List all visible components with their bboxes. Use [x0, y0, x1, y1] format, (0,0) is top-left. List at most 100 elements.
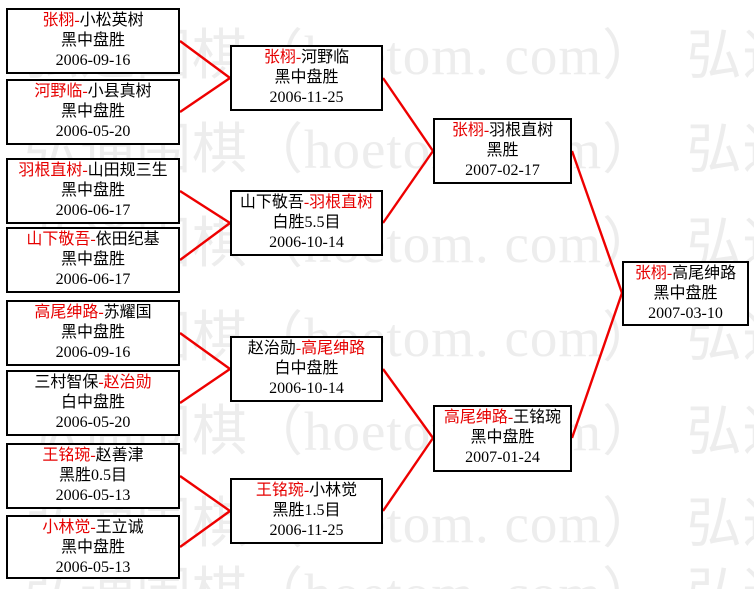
match-date: 2007-02-17: [465, 162, 540, 179]
connector-line: [570, 292, 624, 439]
match-players: 张栩-河野临: [232, 48, 381, 68]
player1-name: 三村智保: [34, 374, 99, 391]
connector-line: [382, 437, 434, 512]
connector-line: [179, 40, 231, 79]
match-players: 王铭琬-小林觉: [232, 481, 381, 501]
match-box-r2-1: 张栩-河野临 黑中盘胜 2006-11-25: [230, 45, 383, 111]
match-date: 2006-09-16: [55, 52, 131, 69]
player1-name: 高尾绅路: [34, 304, 99, 321]
player2-name: 高尾绅路: [672, 265, 737, 282]
match-box-sf-2: 高尾绅路-王铭琬 黑中盘胜 2007-01-24: [433, 405, 572, 472]
dash: -: [295, 340, 302, 357]
match-players: 小林觉-王立诚: [8, 518, 178, 538]
connector-line: [179, 77, 231, 113]
match-box-r1-7: 王铭琬-赵善津 黑胜0.5目 2006-05-13: [6, 443, 180, 509]
dash: -: [295, 49, 302, 66]
dash: -: [82, 83, 88, 100]
match-players: 张栩-羽根直树: [435, 121, 570, 141]
player1-name: 王铭琬: [42, 447, 91, 464]
player1-name: 小林觉: [42, 519, 91, 536]
match-players: 山下敬吾-依田纪基: [8, 230, 178, 250]
match-box-r1-4: 山下敬吾-依田纪基 黑中盘胜 2006-06-17: [6, 227, 180, 293]
match-players: 赵治勋-高尾绅路: [232, 339, 381, 359]
player2-name: 赵治勋: [103, 374, 152, 391]
match-date: 2006-05-13: [55, 487, 131, 504]
connector-line: [382, 77, 434, 152]
match-box-r1-2: 河野临-小县真树 黑中盘胜 2006-05-20: [6, 79, 180, 145]
match-result: 白胜5.5目: [272, 214, 341, 231]
match-box-r1-3: 羽根直树-山田规三生 黑中盘胜 2006-06-17: [6, 158, 180, 224]
match-result: 黑中盘胜: [274, 69, 339, 86]
connector-line: [382, 368, 434, 439]
connector-line: [179, 510, 231, 548]
player1-name: 王铭琬: [255, 482, 304, 499]
player1-name: 张栩: [451, 122, 484, 139]
player1-name: 高尾绅路: [443, 409, 508, 426]
dash: -: [98, 374, 104, 391]
dash: -: [303, 194, 310, 211]
player1-name: 张栩: [263, 49, 296, 66]
watermark-row: 弘通围棋（hoetom. com） 弘通围棋（hoetom. com）: [24, 566, 754, 589]
match-date: 2006-05-13: [55, 559, 131, 576]
player1-name: 山下敬吾: [26, 231, 91, 248]
match-result: 黑中盘胜: [60, 103, 125, 120]
connector-line: [179, 368, 231, 404]
connector-line: [382, 150, 434, 224]
match-box-r2-2: 山下敬吾-羽根直树 白胜5.5目 2006-10-14: [230, 190, 383, 256]
match-players: 王铭琬-赵善津: [8, 446, 178, 466]
player2-name: 羽根直树: [489, 122, 554, 139]
player2-name: 河野临: [301, 49, 350, 66]
match-date: 2006-05-20: [55, 123, 131, 140]
match-date: 2006-10-14: [269, 234, 344, 251]
match-result: 黑中盘胜: [653, 285, 718, 302]
player2-name: 小林觉: [309, 482, 358, 499]
player2-name: 小县真树: [87, 83, 152, 100]
match-players: 山下敬吾-羽根直树: [232, 193, 381, 213]
match-date: 2006-11-25: [269, 89, 344, 106]
match-result: 黑胜0.5目: [58, 467, 127, 484]
dash: -: [483, 122, 490, 139]
match-result: 黑中盘胜: [60, 324, 125, 341]
player1-name: 张栩: [634, 265, 667, 282]
match-players: 高尾绅路-苏耀国: [8, 303, 178, 323]
player2-name: 山田规三生: [87, 162, 168, 179]
connector-line: [179, 332, 231, 370]
match-players: 张栩-高尾绅路: [624, 264, 747, 284]
dash: -: [98, 304, 104, 321]
match-date: 2007-03-10: [648, 305, 723, 322]
player2-name: 高尾绅路: [301, 340, 366, 357]
match-result: 黑胜1.5目: [272, 502, 341, 519]
match-date: 2006-10-14: [269, 380, 344, 397]
match-box-final: 张栩-高尾绅路 黑中盘胜 2007-03-10: [622, 261, 749, 326]
match-players: 高尾绅路-王铭琬: [435, 408, 570, 428]
match-result: 白中盘胜: [274, 360, 339, 377]
match-result: 白中盘胜: [60, 394, 125, 411]
player1-name: 羽根直树: [18, 162, 83, 179]
match-players: 三村智保-赵治勋: [8, 373, 178, 393]
connector-line: [179, 222, 231, 261]
dash: -: [666, 265, 673, 282]
player2-name: 依田纪基: [95, 231, 160, 248]
match-box-r1-5: 高尾绅路-苏耀国 黑中盘胜 2006-09-16: [6, 300, 180, 366]
match-players: 河野临-小县真树: [8, 82, 178, 102]
player1-name: 河野临: [34, 83, 83, 100]
match-result: 黑中盘胜: [60, 251, 125, 268]
match-result: 黑胜: [486, 142, 519, 159]
player1-name: 赵治勋: [247, 340, 296, 357]
match-result: 黑中盘胜: [470, 429, 535, 446]
connector-line: [570, 150, 624, 294]
player2-name: 王立诚: [95, 519, 144, 536]
player2-name: 羽根直树: [309, 194, 374, 211]
player2-name: 王铭琬: [513, 409, 562, 426]
match-result: 黑中盘胜: [60, 32, 125, 49]
player2-name: 赵善津: [95, 447, 144, 464]
match-box-sf-1: 张栩-羽根直树 黑胜 2007-02-17: [433, 118, 572, 184]
match-date: 2006-06-17: [55, 202, 131, 219]
match-box-r1-8: 小林觉-王立诚 黑中盘胜 2006-05-13: [6, 515, 180, 579]
player1-name: 山下敬吾: [239, 194, 304, 211]
match-date: 2006-09-16: [55, 344, 131, 361]
player2-name: 小松英树: [79, 12, 144, 29]
dash: -: [74, 12, 80, 29]
dash: -: [90, 519, 96, 536]
